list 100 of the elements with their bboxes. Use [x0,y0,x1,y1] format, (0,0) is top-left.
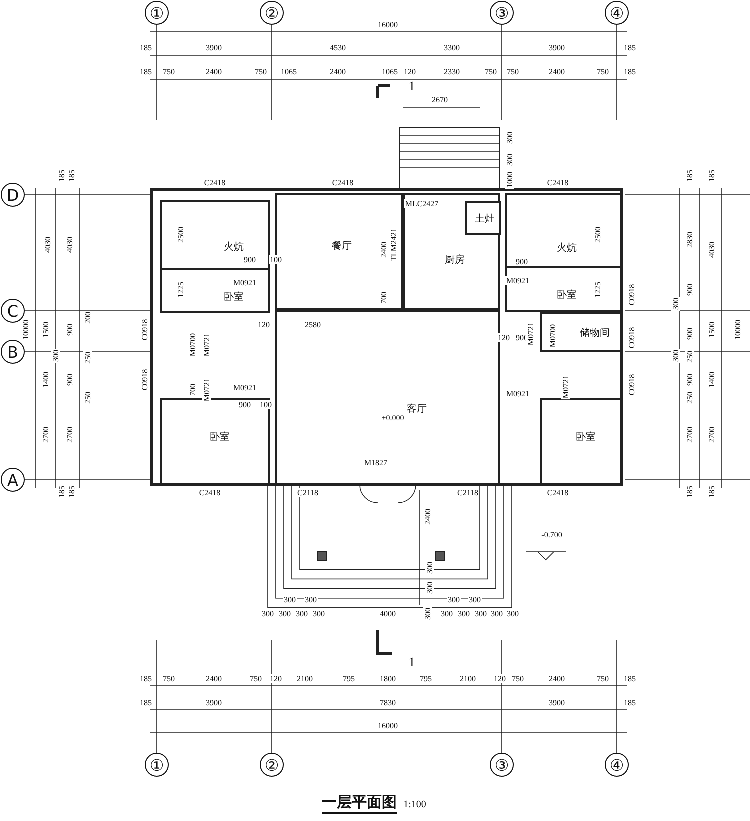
dimension-value: 750 [162,674,176,684]
window-code: C2418 [546,178,570,188]
dimension-value: 250 [686,391,694,405]
dimension-value: 2400 [205,674,223,684]
room-outline [160,200,270,270]
dimension-value: 2830 [686,231,694,249]
room-outline [540,398,622,485]
room-name: 卧室 [576,432,596,443]
dimension-value: 2400 [548,674,566,684]
dimension-value: 120 [403,68,417,76]
room-name: 餐厅 [332,241,352,252]
dimension-value: 2400 [329,68,347,76]
room-name: 卧室 [224,292,244,303]
dimension-value: 1500 [708,321,716,339]
dimension-value: 120 [493,674,507,684]
dimension-value: 750 [162,68,176,76]
dimension-value: 2400 [548,68,566,76]
dimension-value: 900 [686,327,694,341]
dimension-value: 750 [484,68,498,76]
dimension-value: 900 [66,373,74,387]
dimension-value: 185 [139,68,153,76]
room-outline [275,310,500,485]
door-code: M1827 [363,458,389,468]
dimension-value: 120 [497,334,511,342]
window-code: C2118 [456,488,480,498]
dimension-value: 300 [261,610,275,618]
dimension-value: 300 [672,349,680,363]
window-code: C0918 [628,373,636,397]
room-outline [505,266,622,312]
dimension-value: 750 [511,674,525,684]
dimension-value: 185 [139,44,153,52]
door-code: 700 [188,383,198,397]
dimension-value: 185 [139,674,153,684]
dimension-value: 900 [686,283,694,297]
door-code: M0700 [548,323,558,349]
axis-bubble: ④ [605,1,629,25]
door-code: M0921 [232,384,258,392]
room-name: 火炕 [557,243,577,254]
axis-bubble: ④ [605,753,629,777]
dimension-value: 2400 [380,241,388,259]
dimension-value: 185 [686,169,694,183]
dimension-value: 185 [623,44,637,52]
room-outline [540,312,622,352]
dimension-value: 10000 [734,319,742,341]
dimension-value: 900 [515,258,529,266]
dimension-value: 1800 [379,674,397,684]
elevation-value: ±0.000 [380,414,406,422]
window-code: C0918 [628,283,636,307]
dimension-value: 300 [295,610,309,618]
dimension-value: 2500 [594,226,602,244]
door-code: TLM2421 [390,228,398,262]
room-outline [403,193,500,310]
dimension-value: 1000 [506,171,514,189]
window-code: C0918 [140,318,150,342]
window-code: C2418 [203,178,227,188]
dimension-value: 1500 [42,321,50,339]
dimension-value: 300 [672,297,680,311]
window-code: C2418 [198,488,222,498]
axis-bubble: ① [145,1,169,25]
dimension-value: 1400 [42,371,50,389]
dimension-value: 4030 [66,236,74,254]
plan-title: 一层平面图 [322,793,397,814]
window-code: MLC2427 [404,200,440,208]
dimension-value: 300 [424,607,432,621]
dimension-value: 2700 [708,426,716,444]
door-code: M0721 [202,332,212,358]
axis-bubble: ③ [490,753,514,777]
dimension-value: 4530 [329,44,347,52]
dimension-value: 300 [440,610,454,618]
room-name: 厨房 [445,255,465,266]
dimension-value: 250 [686,350,694,364]
dimension-value: 300 [506,153,514,167]
dimension-value: 120 [257,320,271,330]
dimension-value: 750 [596,68,610,76]
dimension-value: 185 [686,485,694,499]
dimension-value: 4030 [708,241,716,259]
dimension-value: 300 [506,610,520,618]
dimension-value: 2400 [424,508,432,526]
dimension-value: 795 [342,674,356,684]
window-code: C2418 [331,178,355,188]
dimension-value: 16000 [377,20,399,30]
dimension-value: 100 [269,256,283,264]
axis-bubble: ② [260,1,284,25]
room-name: 客厅 [407,404,427,415]
dimension-value: 750 [596,674,610,684]
dimension-value: 2330 [443,68,461,76]
room-name: 储物间 [580,328,610,339]
window-code: C2118 [296,488,320,498]
dimension-value: 300 [312,610,326,618]
dimension-value: 185 [58,485,66,499]
dimension-value: 1225 [594,281,602,299]
dimension-value: 185 [139,698,153,708]
dimension-value: 750 [249,674,263,684]
dimension-value: 750 [506,68,520,76]
window-code: C0918 [140,368,150,392]
dimension-value: 2100 [296,674,314,684]
dimension-value: 100 [259,400,273,410]
dimension-value: 2500 [176,226,186,244]
room-outline [465,201,501,235]
dimension-value: 300 [474,610,488,618]
